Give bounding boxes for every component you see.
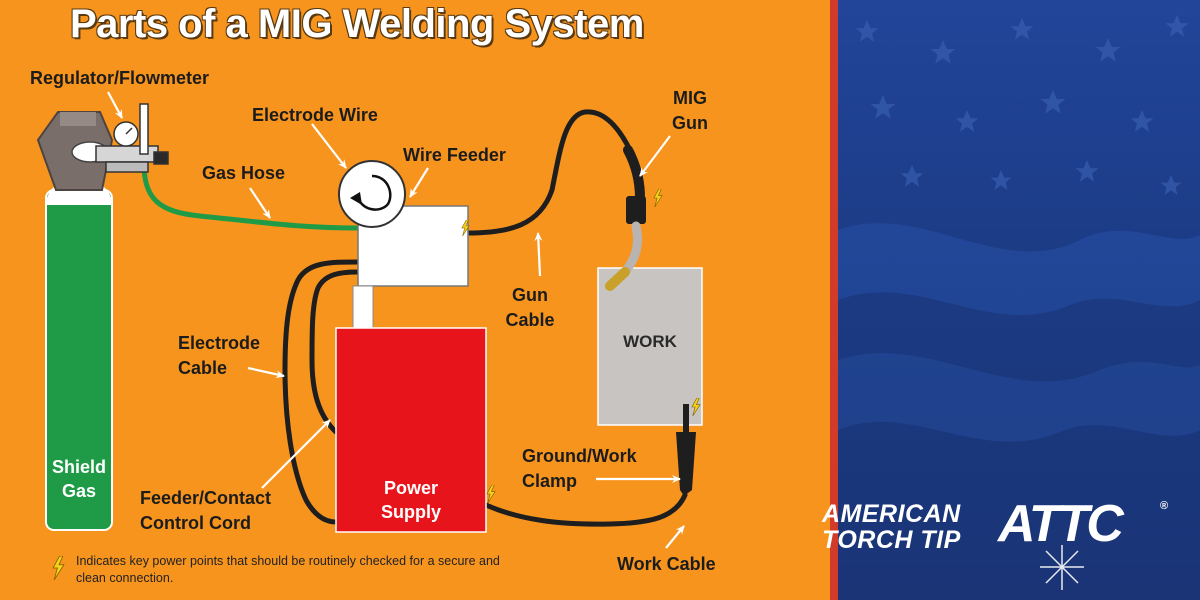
brand-name-line2: TORCH TIP bbox=[822, 526, 961, 554]
gas-hose bbox=[141, 157, 361, 231]
registered-mark: ® bbox=[1160, 500, 1169, 512]
cables bbox=[141, 109, 688, 527]
label-feeder-contact-line2: Control Cord bbox=[140, 513, 251, 533]
flag-panel bbox=[830, 0, 1200, 600]
label-work: WORK bbox=[623, 332, 677, 351]
work-cable bbox=[483, 492, 688, 527]
brand-starburst bbox=[1040, 545, 1084, 590]
label-power-supply-line1: Power bbox=[383, 478, 439, 498]
label-wire-feeder: Wire Feeder bbox=[403, 145, 506, 165]
label-gun-cable-line2: Cable bbox=[505, 310, 555, 330]
label-regulator-flowmeter: Regulator/Flowmeter bbox=[30, 68, 210, 88]
ground-work-clamp bbox=[676, 404, 696, 496]
label-power-supply-line2: Supply bbox=[380, 502, 441, 522]
label-gas-hose: Gas Hose bbox=[202, 163, 286, 183]
label-ground-clamp-line1: Ground/Work bbox=[522, 446, 637, 466]
brand-name-line1: AMERICAN bbox=[822, 500, 961, 528]
label-shield-gas-line1: Shield bbox=[51, 457, 106, 477]
label-gun-cable-line1: Gun bbox=[512, 285, 548, 305]
page-title: Parts of a MIG Welding System bbox=[70, 2, 644, 46]
regulator-flowmeter bbox=[95, 103, 169, 173]
label-ground-clamp-line2: Clamp bbox=[522, 471, 578, 491]
gun-cable bbox=[465, 109, 633, 236]
legend-note: Indicates key power points that should b… bbox=[76, 554, 500, 585]
label-electrode-wire: Electrode Wire bbox=[252, 105, 378, 125]
electrode-cable bbox=[282, 259, 361, 525]
label-work-cable: Work Cable bbox=[617, 554, 716, 574]
label-electrode-cable-line2: Cable bbox=[178, 358, 228, 378]
arrow-icon bbox=[107, 91, 685, 549]
wire-feeder bbox=[338, 160, 469, 287]
label-feeder-contact-line1: Feeder/Contact bbox=[140, 488, 272, 508]
label-mig-gun-line2: Gun bbox=[672, 113, 708, 133]
power-supply bbox=[335, 327, 487, 533]
label-electrode-cable-line1: Electrode bbox=[178, 333, 261, 353]
label-shield-gas-line2: Gas bbox=[61, 481, 97, 501]
brand-logo-mark: ATTC bbox=[998, 495, 1124, 553]
label-mig-gun-line1: MIG bbox=[673, 88, 707, 108]
feeder-control-cord bbox=[309, 269, 361, 435]
feeder-post bbox=[352, 285, 374, 329]
shield-gas-cylinder bbox=[36, 111, 114, 531]
mig-gun bbox=[605, 145, 646, 291]
work-piece bbox=[597, 267, 703, 426]
